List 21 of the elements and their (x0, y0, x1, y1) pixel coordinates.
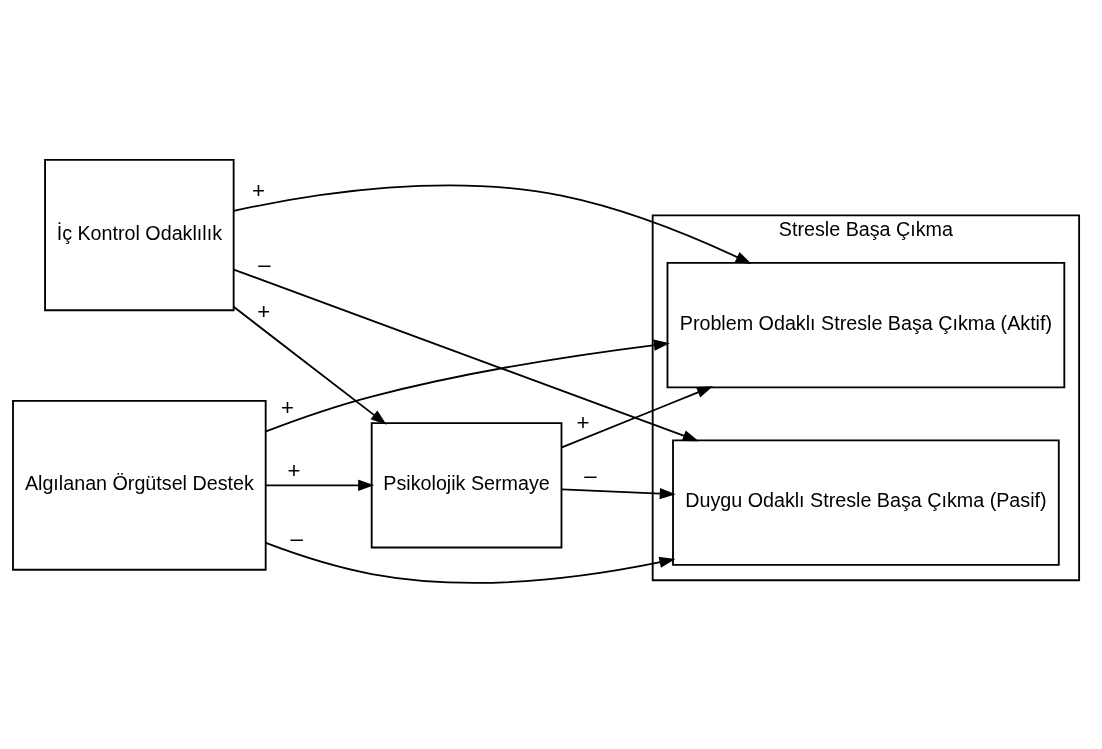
node-box: İç Kontrol Odaklılık (44, 158, 235, 311)
edge-label: – (258, 251, 271, 277)
node-box: Problem Odaklı Stresle Başa Çıkma (Aktif) (666, 261, 1066, 388)
arrow (232, 183, 752, 264)
edge-label: + (287, 457, 301, 483)
edge-label: + (252, 177, 265, 203)
arrow (560, 385, 713, 448)
arrow (232, 268, 699, 441)
edge-label: + (281, 394, 295, 420)
arrow (560, 487, 676, 499)
edge-label: + (576, 409, 590, 435)
edge-label: – (584, 462, 597, 488)
node-box: Duygu Odaklı Stresle Başa Çıkma (Pasif) (672, 438, 1060, 566)
arrow (265, 479, 375, 491)
arrow (265, 339, 670, 432)
arrow (264, 541, 676, 584)
edge-label: – (290, 525, 303, 551)
node-box: Psikolojik Sermaye (370, 421, 563, 548)
edge-label: + (257, 298, 271, 324)
arrow (232, 305, 387, 425)
node-box: Algılanan Örgütsel Destek (12, 399, 267, 571)
